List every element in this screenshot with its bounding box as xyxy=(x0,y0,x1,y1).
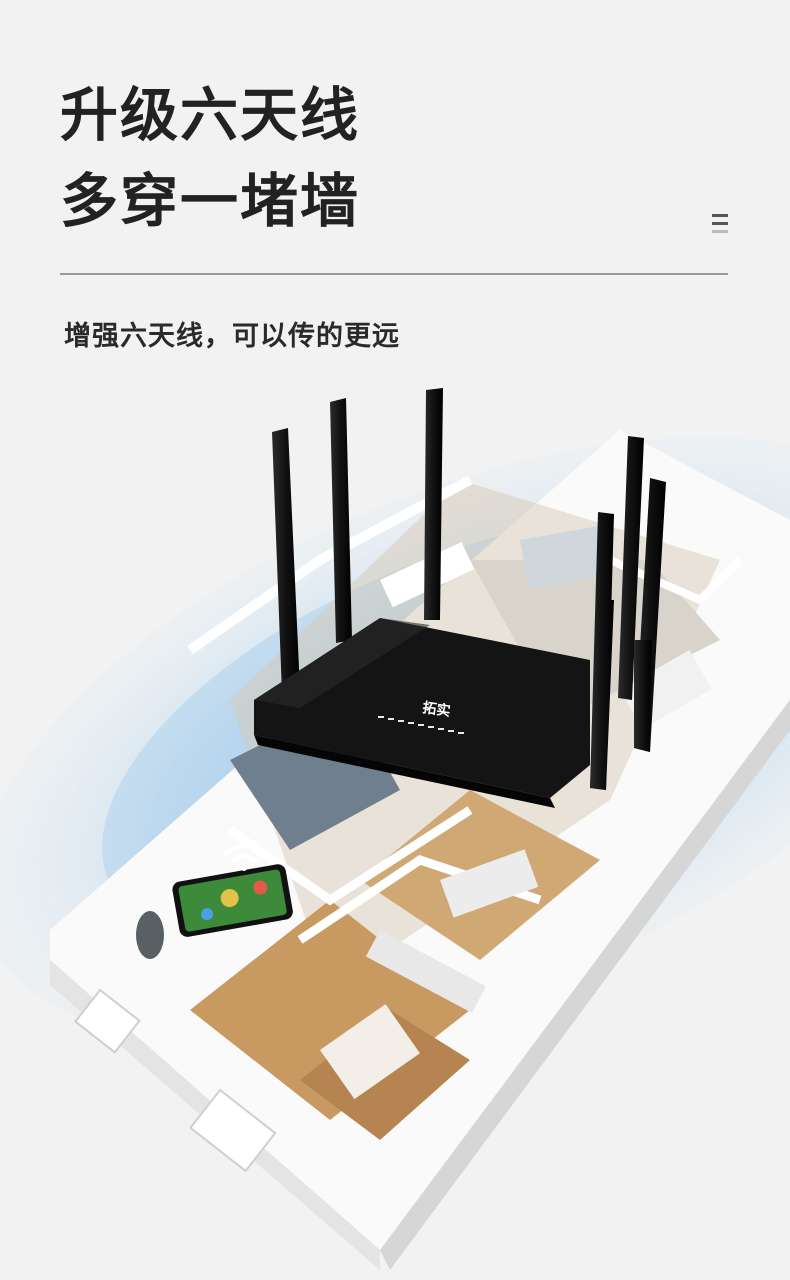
antenna xyxy=(618,436,644,700)
router-brand-logo: 拓实 xyxy=(421,699,451,720)
headline-line-2: 多穿一堵墙 xyxy=(60,167,361,235)
subtitle: 增强六天线，可以传的更远 xyxy=(64,321,400,352)
menu-icon[interactable] xyxy=(712,214,728,234)
divider xyxy=(60,273,728,275)
antenna xyxy=(272,428,300,694)
antenna xyxy=(424,388,443,620)
router-scene-illustration: 拓实 xyxy=(0,388,790,1270)
wifi-icon xyxy=(224,844,264,871)
headline: 升级六天线 多穿一堵墙 xyxy=(60,72,360,244)
antenna xyxy=(330,398,352,643)
router xyxy=(254,388,666,808)
house-floorplan xyxy=(50,430,790,1270)
smartphone-game xyxy=(172,864,293,937)
headline-line-1: 升级六天线 xyxy=(60,81,361,149)
